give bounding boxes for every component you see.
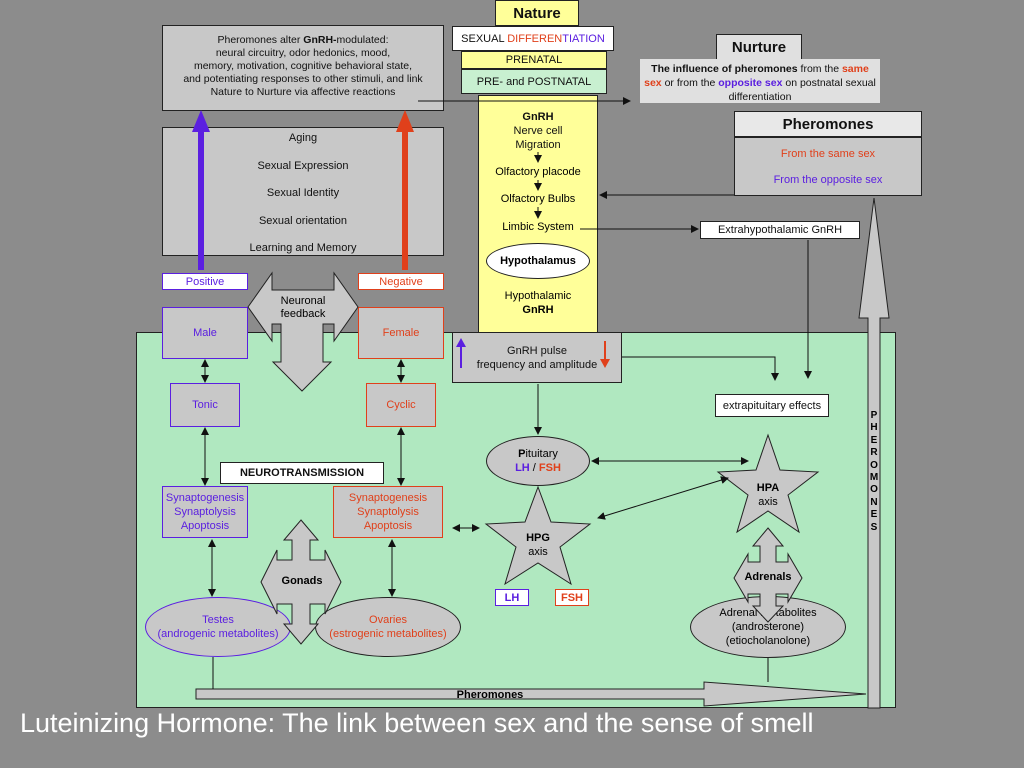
- olfactory-placode-label: Olfactory placode: [495, 166, 581, 178]
- extrapituitary-box: extrapituitary effects: [715, 394, 829, 417]
- gnrh-migration-text: GnRH Nerve cell Migration: [513, 111, 563, 151]
- pheromones-header: Pheromones: [734, 111, 922, 137]
- hypothalamic-gnrh-text: Hypothalamic GnRH: [504, 290, 572, 316]
- prenatal-box: PRENATAL: [461, 51, 607, 69]
- adrenal-metabolites-ellipse: Adrenal metabolites (androsterone) (etio…: [690, 596, 846, 658]
- aspect-item: Sexual orientation: [258, 214, 348, 227]
- olfactory-bulbs-label: Olfactory Bulbs: [500, 193, 576, 205]
- negative-label: Negative: [358, 273, 444, 290]
- male-box: Male: [162, 307, 248, 359]
- hpg-label: HPG axis: [526, 532, 550, 558]
- aspect-item: Sexual Expression: [257, 159, 349, 172]
- testes-ellipse: Testes (androgenic metabolites): [145, 597, 291, 657]
- male-synaptogenesis-box: Synaptogenesis Synaptolysis Apoptosis: [162, 486, 248, 538]
- aspect-item: Aging: [288, 132, 318, 144]
- ovaries-ellipse: Ovaries (estrogenic metabolites): [315, 597, 461, 657]
- positive-label: Positive: [162, 273, 248, 290]
- nurture-description: The influence of pheromones from the sam…: [640, 59, 880, 103]
- hpg-fsh-box: FSH: [555, 589, 589, 606]
- aspect-item: Sexual Identity: [266, 187, 340, 199]
- aspect-item: Learning and Memory: [249, 242, 357, 254]
- nurture-title: Nurture: [716, 34, 802, 60]
- hpa-label: HPA axis: [756, 482, 780, 508]
- hpg-lh-box: LH: [495, 589, 529, 606]
- adrenals-label: Adrenals: [744, 571, 792, 583]
- hypothalamus-ellipse: Hypothalamus: [486, 243, 590, 279]
- gonads-label: Gonads: [281, 575, 323, 587]
- neuronal-feedback-label: Neuronal feedback: [280, 295, 326, 320]
- pheromones-alter-box: Pheromones alter GnRH-modulated: neural …: [162, 25, 444, 111]
- nature-title: Nature: [495, 0, 579, 26]
- pheromones-sources: From the same sex From the opposite sex: [734, 137, 922, 196]
- pheromones-vertical-label: PHEROMONES: [869, 410, 879, 533]
- female-box: Female: [358, 307, 444, 359]
- extrahypothalamic-box: Extrahypothalamic GnRH: [700, 221, 860, 239]
- tonic-box: Tonic: [170, 383, 240, 427]
- cyclic-box: Cyclic: [366, 383, 436, 427]
- pre-postnatal-box: PRE- and POSTNATAL: [461, 69, 607, 94]
- female-synaptogenesis-box: Synaptogenesis Synaptolysis Apoptosis: [333, 486, 443, 538]
- gnrh-pulse-box: GnRH pulse frequency and amplitude: [452, 332, 622, 383]
- pituitary-ellipse: Pituitary LH / FSH: [486, 436, 590, 486]
- slide-title: Luteinizing Hormone: The link between se…: [20, 708, 814, 738]
- sexual-differentiation-box: SEXUAL DIFFERENTIATION: [452, 26, 614, 51]
- pheromones-bottom-label: Pheromones: [456, 689, 524, 701]
- limbic-system-label: Limbic System: [502, 221, 574, 233]
- neurotransmission-box: NEUROTRANSMISSION: [220, 462, 384, 484]
